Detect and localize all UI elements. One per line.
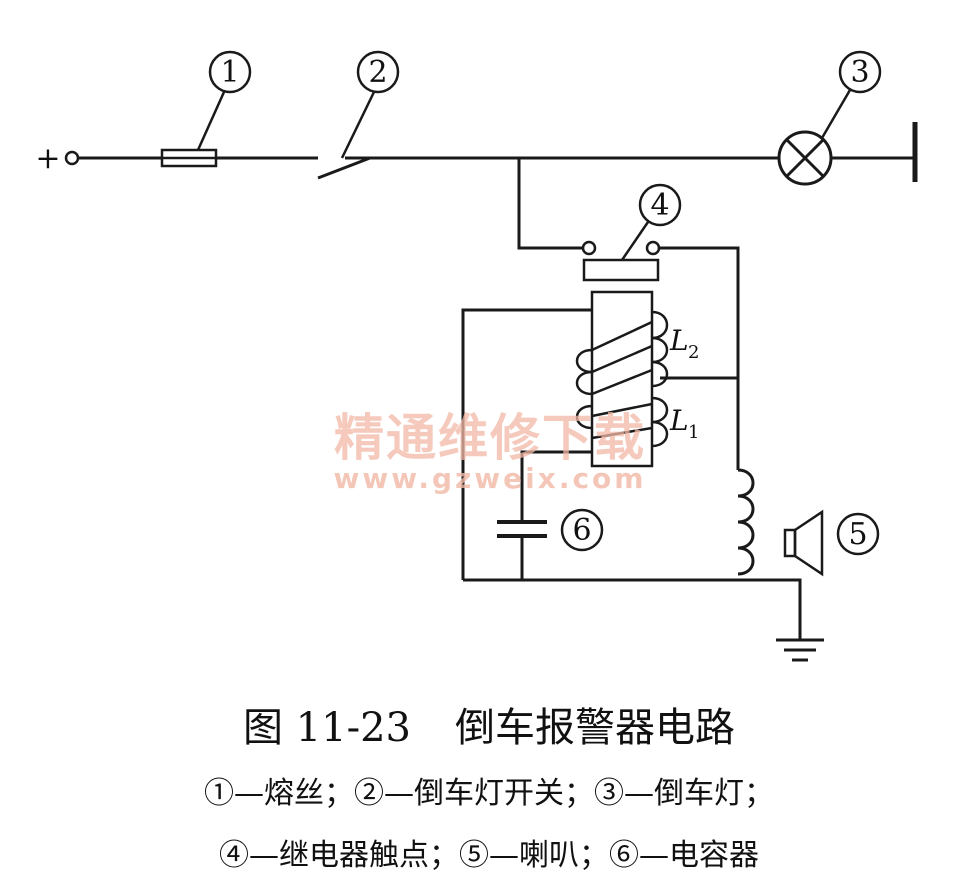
svg-text:4: 4 [650, 188, 669, 223]
positive-terminal-label: + [35, 141, 60, 176]
reverse-lamp-symbol [777, 130, 833, 186]
relay-output-wire [659, 246, 740, 470]
coil-left-return-wire [461, 308, 592, 580]
legend-line-1: ①—熔丝；②—倒车灯开关；③—倒车灯； [204, 776, 774, 811]
figure-caption: 图 11-23 倒车报警器电路 ①—熔丝；②—倒车灯开关；③—倒车灯； ④—继电器… [0, 700, 978, 878]
callout-4: 4 [620, 183, 682, 261]
capacitor-symbol [497, 520, 547, 538]
ground-icon [776, 638, 824, 662]
svg-text:6: 6 [572, 513, 591, 548]
relay-coil-core [590, 290, 654, 468]
callout-5: 5 [836, 512, 880, 556]
figure-title-text: 倒车报警器电路 [455, 705, 736, 751]
ground-bus-wire [463, 578, 802, 640]
horn-speaker-icon [783, 509, 824, 577]
positive-terminal [64, 150, 80, 166]
callout-2: 2 [340, 50, 400, 159]
watermark-url: www.gzweix.com [334, 462, 647, 495]
legend-line-2: ④—继电器触点；⑤—喇叭；⑥—电容器 [219, 838, 759, 873]
capacitor-feed-wire [520, 450, 592, 520]
figure-number: 图 11-23 [242, 705, 412, 751]
callout-6: 6 [560, 508, 604, 552]
svg-text:1: 1 [220, 55, 239, 90]
coil-label-l1-sub: 1 [688, 422, 699, 443]
relay-contacts-symbol [581, 240, 661, 282]
svg-text:2: 2 [368, 55, 387, 90]
svg-text:5: 5 [848, 517, 867, 552]
figure-title: 图 11-23 倒车报警器电路 [0, 700, 978, 756]
relay-coil-windings [575, 310, 669, 448]
reverse-switch-blade [317, 156, 371, 180]
svg-text:3: 3 [850, 55, 869, 90]
callout-1: 1 [196, 50, 252, 151]
watermark-chinese: 精通维修下载 [334, 409, 646, 467]
coil-label-l2-main: L [669, 324, 689, 357]
reverse-alarm-circuit-diagram: + L 2 L 1 [35, 50, 918, 662]
horn-coil-symbol [737, 468, 755, 576]
callout-3: 3 [820, 50, 882, 139]
coil-label-l2-sub: 2 [688, 342, 699, 363]
relay-feed-wire [517, 158, 583, 250]
coil-label-l1-main: L [669, 404, 689, 437]
